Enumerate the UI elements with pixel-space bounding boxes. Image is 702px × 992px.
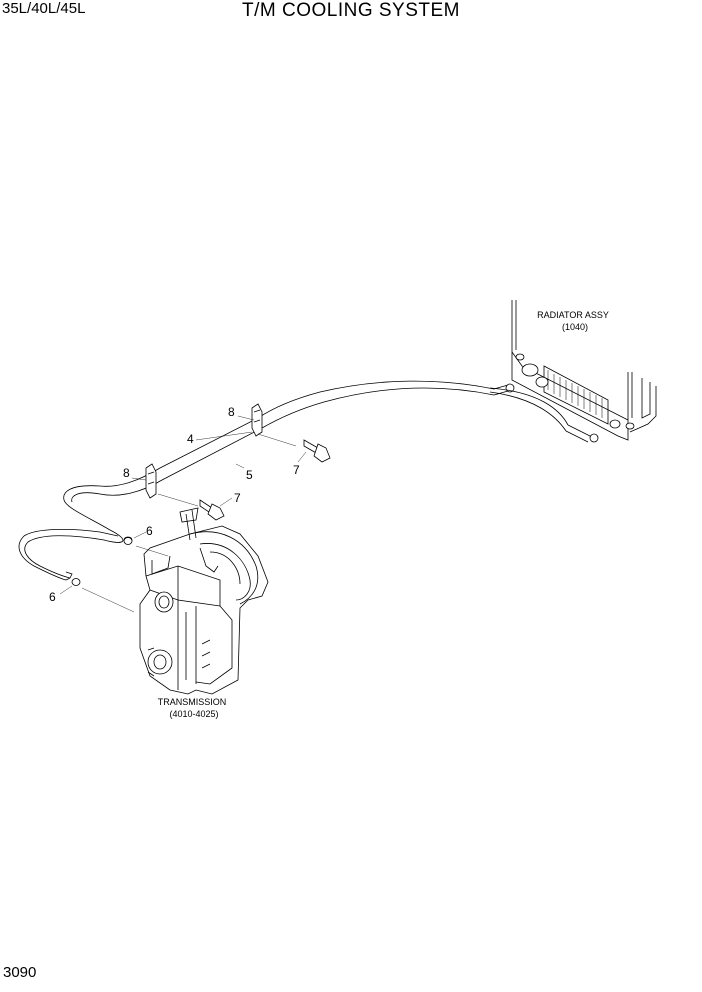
radiator-ref: (1040) xyxy=(562,322,588,332)
callout-5: 5 xyxy=(246,468,253,482)
callout-6-lower: 6 xyxy=(49,590,56,604)
nut-upper[interactable] xyxy=(123,537,133,545)
callout-8-lower: 8 xyxy=(123,466,130,480)
cooling-pipes[interactable] xyxy=(18,417,263,581)
page-title: T/M COOLING SYSTEM xyxy=(241,0,461,21)
radiator-name: RADIATOR ASSY xyxy=(537,310,609,320)
transmission[interactable] xyxy=(139,507,269,695)
model-label: 35L/40L/45L xyxy=(2,0,86,17)
pipe-clamp-lower[interactable] xyxy=(145,463,157,499)
callout-7-lower: 7 xyxy=(234,491,241,505)
transmission-name: TRANSMISSION xyxy=(158,697,227,707)
cooling-hoses[interactable] xyxy=(257,380,569,432)
bolt-lower[interactable] xyxy=(199,499,225,521)
callout-8-upper: 8 xyxy=(228,405,235,419)
transmission-ref: (4010-4025) xyxy=(169,709,218,719)
callout-7-upper: 7 xyxy=(293,463,300,477)
radiator-assembly[interactable] xyxy=(493,300,657,443)
leader-lines xyxy=(59,415,307,613)
callout-4: 4 xyxy=(187,432,194,446)
pipe-clamp-upper[interactable] xyxy=(251,403,263,437)
nut-lower[interactable] xyxy=(71,578,81,586)
bolt-upper[interactable] xyxy=(303,439,331,463)
page-number: 3090 xyxy=(3,964,37,981)
callout-6-upper: 6 xyxy=(146,524,153,538)
